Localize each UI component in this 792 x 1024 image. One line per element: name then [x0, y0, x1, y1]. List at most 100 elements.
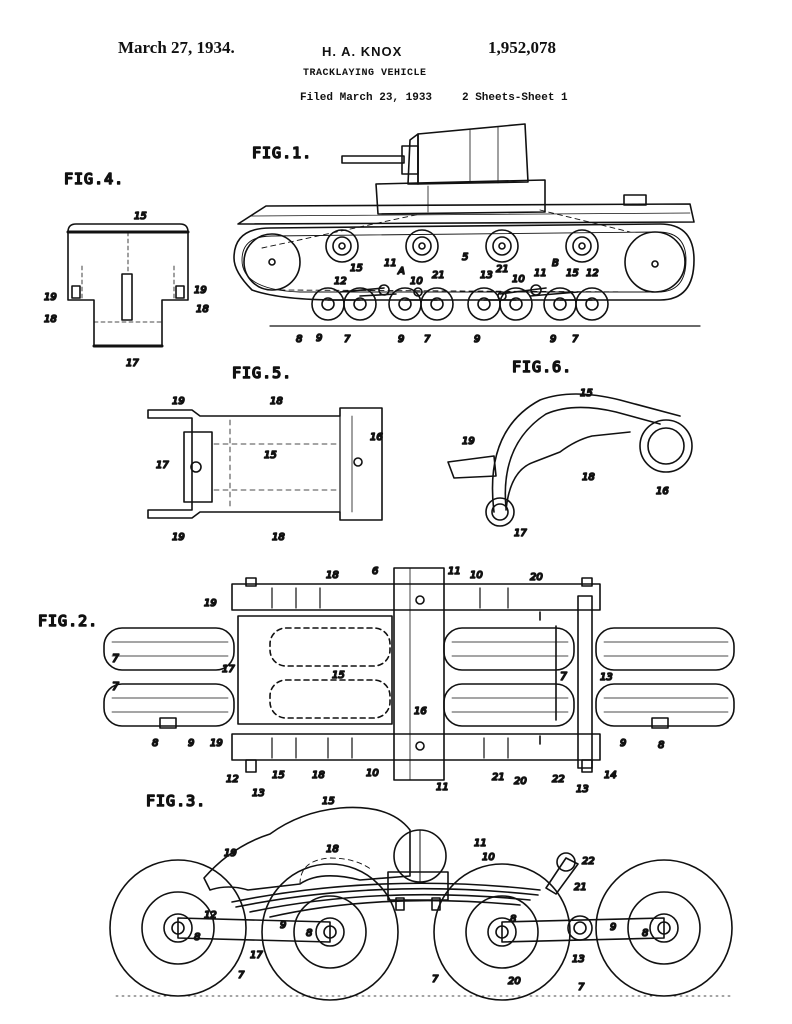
fig1-ref-7a: 7 — [344, 334, 351, 345]
fig4-ref-17: 17 — [126, 358, 139, 369]
fig2-ref-15b: 15 — [272, 770, 285, 781]
fig1-turret — [417, 123, 529, 185]
figure-1: FIG.1. — [233, 123, 701, 346]
fig1-return-rollers — [325, 229, 599, 263]
fig2-ref-15a: 15 — [332, 670, 345, 681]
fig1-label: FIG.1. — [252, 144, 312, 162]
fig3-ref-15: 15 — [322, 796, 335, 807]
fig5-ref-16: 16 — [370, 432, 383, 443]
fig1-ref-8: 8 — [296, 334, 302, 345]
fig3-ref-8d: 8 — [642, 928, 648, 939]
fig6-ref-17: 17 — [514, 528, 527, 539]
fig2-ref-22: 22 — [552, 774, 565, 785]
fig4-outline — [67, 223, 189, 347]
fig3-ref-7c: 7 — [578, 982, 585, 993]
fig1-ref-A: A — [397, 266, 405, 277]
fig1-superstructure — [375, 179, 546, 215]
fig3-ref-11: 11 — [474, 838, 487, 849]
fig2-ref-13c: 13 — [252, 788, 265, 799]
fig1-ref-10b: 10 — [512, 274, 525, 285]
figure-6: FIG.6. 15 19 18 16 17 — [447, 357, 693, 540]
fig2-ref-18a: 18 — [326, 570, 339, 581]
fig1-ref-15b: 15 — [566, 268, 579, 279]
fig1-ref-7b: 7 — [424, 334, 431, 345]
fig2-hub-nuts — [159, 577, 669, 773]
fig5-outline — [147, 407, 383, 521]
fig1-track — [233, 223, 695, 301]
fig6-ref-18: 18 — [582, 472, 595, 483]
fig1-ref-15a: 15 — [350, 263, 363, 274]
fig1-ref-13: 13 — [480, 270, 493, 281]
fig6-boss — [639, 419, 693, 473]
fig3-ref-20: 20 — [508, 976, 521, 987]
fig2-ref-10b: 10 — [366, 768, 379, 779]
fig1-ref-9c: 9 — [474, 334, 480, 345]
fig2-ref-20a: 20 — [530, 572, 543, 583]
fig2-ref-17: 17 — [222, 664, 235, 675]
fig2-ref-9a: 9 — [188, 738, 194, 749]
fig1-bogie-links — [327, 284, 593, 301]
figure-2: FIG.2. — [37, 565, 735, 800]
fig1-ref-7c: 7 — [572, 334, 579, 345]
fig2-ref-19b: 19 — [210, 738, 223, 749]
fig1-ref-21b: 21 — [496, 264, 509, 275]
fig3-label: FIG.3. — [146, 792, 206, 810]
fig1-ref-12a: 12 — [334, 276, 347, 287]
fig5-shoe-block — [183, 431, 213, 503]
fig3-link-eye — [556, 852, 576, 872]
fig5-ref-18a: 18 — [270, 396, 283, 407]
fig4-left-lug — [71, 285, 81, 299]
fig3-ref-8a: 8 — [194, 932, 200, 943]
fig3-leaf-spring — [231, 871, 541, 918]
fig3-ref-7a: 7 — [238, 970, 245, 981]
fig2-ref-7a: 7 — [112, 652, 119, 665]
fig3-ref-18: 18 — [326, 844, 339, 855]
fig1-ref-B: B — [552, 258, 559, 269]
fig2-ref-13b: 13 — [576, 784, 589, 795]
fig2-ref-13a: 13 — [600, 672, 613, 683]
fig2-ref-7c: 7 — [560, 670, 567, 683]
patent-number: 1,952,078 — [488, 38, 556, 57]
fig2-cross-shaft — [577, 595, 593, 769]
fig5-ref-15: 15 — [264, 450, 277, 461]
fig6-arm-outer — [491, 393, 681, 513]
fig2-ref-12: 12 — [226, 774, 239, 785]
fig5-ref-17: 17 — [156, 460, 169, 471]
fig2-ref-18b: 18 — [312, 770, 325, 781]
fig3-ref-22: 22 — [582, 856, 595, 867]
fig2-ref-7b: 7 — [112, 680, 119, 693]
filing-date: Filed March 23, 1933 — [300, 92, 433, 104]
fig3-wheels — [109, 859, 733, 1001]
fig3-ref-17: 17 — [250, 950, 263, 961]
fig1-ref-12b: 12 — [586, 268, 599, 279]
fig2-lower-rail — [231, 733, 601, 761]
fig1-ref-11a: 11 — [384, 258, 397, 269]
fig5-pivot — [190, 461, 202, 473]
inventor-name: H. A. KNOX — [322, 44, 403, 59]
fig3-ref-9b: 9 — [610, 922, 616, 933]
fig4-ref-15: 15 — [134, 211, 147, 222]
fig2-ref-8b: 8 — [658, 740, 664, 751]
fig6-label: FIG.6. — [512, 358, 572, 376]
fig1-drive-sprocket — [624, 231, 686, 293]
fig2-ref-21: 21 — [492, 772, 505, 783]
sheet-count: 2 Sheets-Sheet 1 — [462, 92, 568, 104]
fig1-ref-9d: 9 — [550, 334, 556, 345]
fig2-ref-20b: 20 — [514, 776, 527, 787]
fig6-arm-inner — [504, 406, 661, 509]
fig1-idler-wheel — [243, 233, 301, 291]
fig1-gun-barrel — [341, 155, 405, 164]
fig3-ref-7b: 7 — [432, 974, 439, 985]
fig3-ref-13: 13 — [572, 954, 585, 965]
fig1-ref-9a: 9 — [316, 333, 322, 344]
fig6-ref-15: 15 — [580, 388, 593, 399]
fig3-ref-19: 19 — [224, 848, 237, 859]
fig2-ref-8a: 8 — [152, 738, 158, 749]
fig1-hull-top — [237, 203, 695, 225]
fig2-central-housing — [393, 567, 445, 781]
figure-5: FIG.5. 19 18 16 17 15 19 18 — [147, 363, 384, 544]
fig2-ref-9b: 9 — [620, 738, 626, 749]
fig5-ref-18b: 18 — [272, 532, 285, 543]
fig4-right-lug — [175, 285, 185, 299]
